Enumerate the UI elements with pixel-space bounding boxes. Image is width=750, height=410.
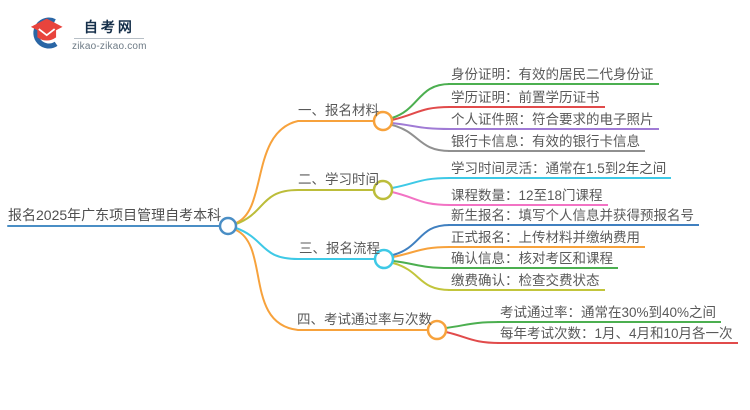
connector-curve xyxy=(391,106,451,121)
connector-curve xyxy=(391,177,451,189)
branch-node-handle xyxy=(372,110,394,132)
site-name: 自考网 xyxy=(83,19,135,35)
leaf-node: 每年考试次数：1月、4月和10月各一次 xyxy=(497,325,738,344)
graduation-cap-icon xyxy=(30,17,63,49)
connector-curve xyxy=(235,227,376,260)
branch-node-handle xyxy=(426,319,448,341)
leaf-node: 学习时间灵活：通常在1.5到2年之间 xyxy=(448,160,672,179)
leaf-node: 缴费确认：检查交费状态 xyxy=(448,272,605,291)
leaf-node: 银行卡信息：有效的银行卡信息 xyxy=(448,133,645,152)
leaf-node: 个人证件照：符合要求的电子照片 xyxy=(448,111,659,130)
leaf-node: 课程数量：12至18门课程 xyxy=(448,187,608,206)
connector-curve xyxy=(392,224,451,256)
branch-node-procedure: 三、报名流程 xyxy=(299,241,380,256)
connector-curve xyxy=(392,246,451,258)
leaf-node: 考试通过率：通常在30%到40%之间 xyxy=(497,304,722,323)
root-node-handle xyxy=(218,216,238,236)
branch-node-materials: 一、报名材料 xyxy=(298,103,379,118)
connector-curve xyxy=(391,191,451,206)
connector-curve xyxy=(445,321,501,329)
leaf-node: 新生报名：填写个人信息并获得预报名号 xyxy=(448,207,699,226)
connector-curve xyxy=(392,260,451,269)
branch-node-study-time: 二、学习时间 xyxy=(298,172,379,187)
site-url: zikao-zikao.com xyxy=(72,41,147,52)
connector-curve xyxy=(392,262,451,291)
branch-node-pass-rate: 四、考试通过率与次数 xyxy=(297,312,432,327)
leaf-node: 正式报名：上传材料并缴纳费用 xyxy=(448,229,645,248)
connector-curve xyxy=(235,229,429,331)
connector-curve xyxy=(445,331,501,344)
leaf-node: 确认信息：核对考区和课程 xyxy=(448,250,618,269)
connector-curve xyxy=(391,124,451,152)
leaf-node: 学历证明：前置学历证书 xyxy=(448,89,605,108)
root-node: 报名2025年广东项目管理自考本科 xyxy=(8,207,222,223)
leaf-node: 身份证明：有效的居民二代身份证 xyxy=(448,66,659,85)
logo-divider xyxy=(74,38,145,39)
site-logo[interactable]: 自考网 zikao-zikao.com xyxy=(28,14,147,52)
logo-text-block: 自考网 zikao-zikao.com xyxy=(72,14,147,52)
connector-curve xyxy=(235,120,375,224)
connector-curve xyxy=(391,122,451,130)
branch-node-handle xyxy=(372,179,394,201)
connector-curve xyxy=(235,189,375,225)
branch-node-handle xyxy=(373,248,395,270)
connector-curve xyxy=(391,83,451,119)
